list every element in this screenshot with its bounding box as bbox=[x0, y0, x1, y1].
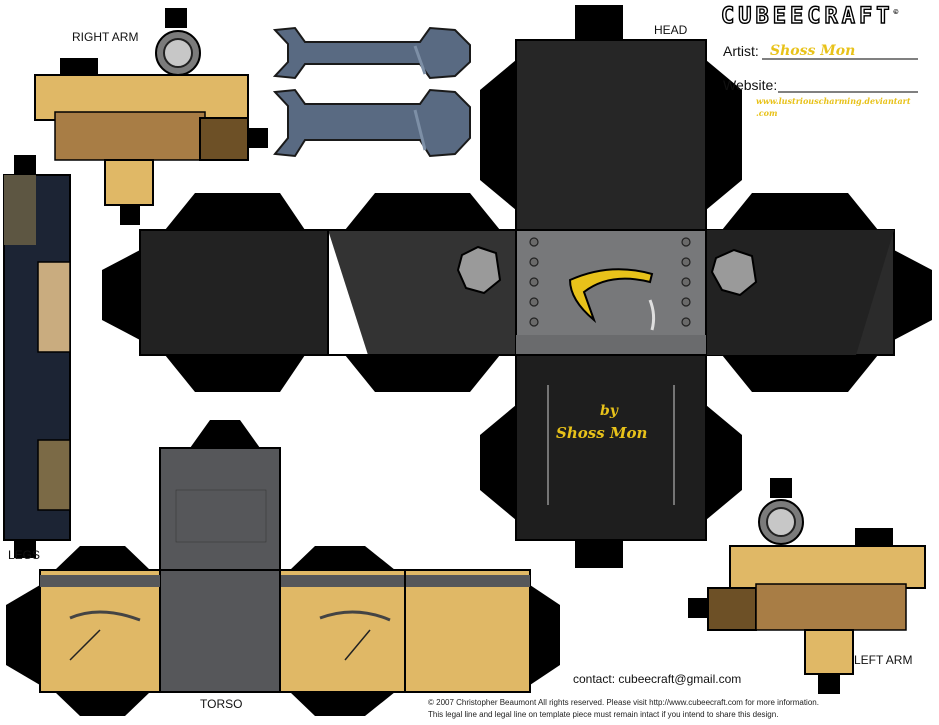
right-arm-hand bbox=[104, 159, 154, 206]
right-arm-bottom-tab bbox=[120, 205, 140, 225]
torso-pec-left bbox=[69, 610, 141, 622]
signature-by: by bbox=[600, 403, 618, 419]
artist-label: Artist: bbox=[723, 43, 759, 59]
logo-text: CUBEECRAFT bbox=[720, 3, 894, 29]
head-flap-right bbox=[894, 250, 932, 340]
head-flap-top-2 bbox=[345, 193, 500, 230]
torso-bottom-tab-right bbox=[290, 692, 395, 716]
left-arm-cuff-tab bbox=[688, 598, 708, 618]
torso-top-flap bbox=[190, 420, 260, 448]
head-flap-left bbox=[102, 250, 140, 340]
label-right-arm: RIGHT ARM bbox=[72, 30, 139, 44]
label-left-arm: LEFT ARM bbox=[854, 653, 913, 667]
left-arm-top-tab bbox=[770, 478, 792, 498]
torso-strip bbox=[39, 569, 531, 693]
torso-front-shirt bbox=[159, 569, 281, 693]
legs-bottom-tab bbox=[14, 540, 36, 558]
head-flap-bottom-1 bbox=[165, 355, 305, 392]
left-arm-sleeve-panel bbox=[755, 583, 907, 631]
head-bolt-right bbox=[710, 248, 758, 297]
head-top-right-tab bbox=[706, 60, 742, 210]
head-bottom-left-tab bbox=[480, 405, 516, 520]
right-arm-cuff-tab bbox=[248, 128, 268, 148]
torso-line-right bbox=[344, 629, 371, 661]
head-rivets bbox=[529, 237, 691, 327]
label-head: HEAD bbox=[654, 23, 688, 37]
label-legs: LEGS bbox=[8, 548, 41, 562]
torso-side-flap-right bbox=[530, 585, 560, 685]
torso-side-flap-left bbox=[6, 585, 40, 685]
head-face-panel bbox=[515, 229, 707, 356]
head-top-left-tab bbox=[480, 60, 516, 210]
head-bottom-flap bbox=[575, 540, 623, 568]
artist-name: Shoss Mon bbox=[770, 43, 856, 59]
left-arm-side-tab-right bbox=[855, 528, 893, 546]
torso-top-tab-left bbox=[55, 546, 150, 570]
right-arm-top-tab bbox=[165, 8, 187, 28]
torso-legal-box bbox=[175, 489, 267, 543]
legal-line-1: © 2007 Christopher Beaumont All rights r… bbox=[428, 698, 819, 707]
contact-email: contact: cubeecraft@gmail.com bbox=[573, 672, 742, 686]
torso-line-left bbox=[69, 629, 101, 661]
legal-line-2: This legal line and legal line on templa… bbox=[428, 710, 779, 719]
head-top-panel bbox=[515, 39, 707, 231]
head-bottom-right-tab bbox=[706, 405, 742, 520]
label-torso: TORSO bbox=[200, 697, 243, 711]
head-flap-bottom-2 bbox=[345, 355, 500, 392]
torso-top-tab-right bbox=[290, 546, 395, 570]
right-arm-sleeve-panel bbox=[54, 111, 206, 161]
right-arm-side-tab-left bbox=[60, 58, 98, 76]
head-face-chin bbox=[516, 335, 706, 355]
left-arm-cuff bbox=[707, 587, 757, 631]
wrench-top bbox=[272, 26, 471, 80]
right-arm-shoulder-ball bbox=[163, 38, 193, 68]
cubeecraft-logo: CUBEECRAFT© bbox=[720, 3, 899, 29]
torso-bottom-tab-left bbox=[55, 692, 150, 716]
left-arm-shoulder-ball bbox=[766, 507, 796, 537]
legs-skin-patch-2 bbox=[37, 439, 71, 511]
logo-mark: © bbox=[893, 7, 899, 17]
head-top-flap bbox=[575, 5, 623, 40]
torso-strap-left bbox=[40, 575, 160, 587]
website-url-line1: www.lustriouscharming.deviantart bbox=[756, 96, 911, 106]
website-url-line2: .com bbox=[756, 108, 778, 118]
torso-pec-right bbox=[319, 610, 391, 622]
legs-top-tab bbox=[14, 155, 36, 175]
head-side-left-panel bbox=[139, 229, 329, 356]
left-arm-upper-panel bbox=[729, 545, 926, 589]
head-reflection bbox=[648, 299, 656, 331]
head-flap-top-1 bbox=[165, 193, 305, 230]
legs-boot-upper bbox=[4, 175, 36, 245]
signature-name: Shoss Mon bbox=[556, 424, 648, 442]
head-flap-top-3 bbox=[722, 193, 878, 230]
website-label: Website: bbox=[723, 77, 778, 93]
right-arm-cuff bbox=[199, 117, 249, 161]
head-flap-bottom-3 bbox=[722, 355, 878, 392]
left-arm-bottom-tab bbox=[818, 674, 840, 694]
head-side-left-shade bbox=[328, 230, 516, 355]
legs-skin-patch-1 bbox=[37, 261, 71, 353]
head-bolt-left bbox=[456, 245, 502, 295]
head-eye-slit bbox=[568, 268, 654, 324]
head-bottom-panel bbox=[515, 354, 707, 541]
wrench-bottom bbox=[272, 88, 471, 158]
left-arm-hand bbox=[804, 629, 854, 675]
